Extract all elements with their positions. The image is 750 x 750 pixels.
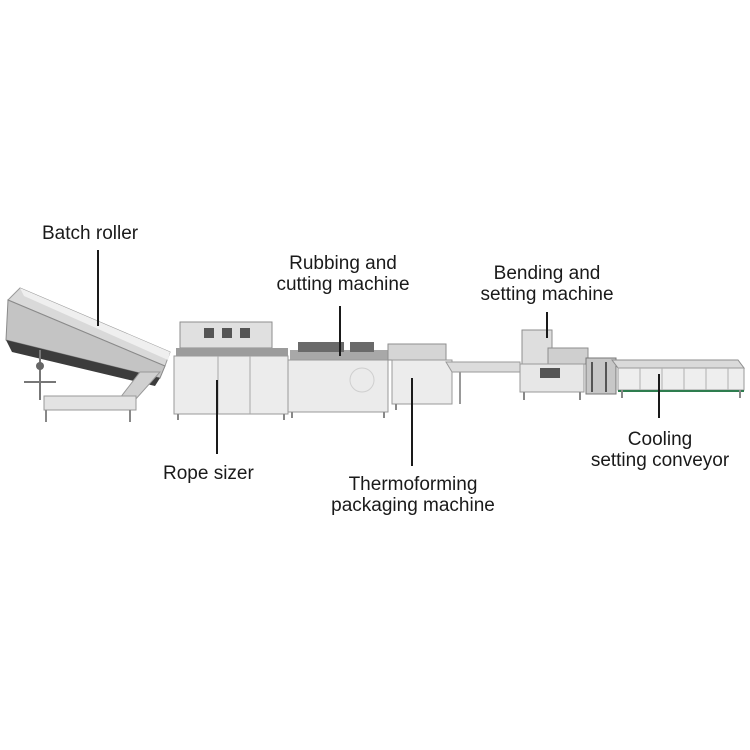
label-bending-line1: Bending and bbox=[462, 263, 632, 284]
rubbing-cutting-machine bbox=[288, 342, 388, 418]
label-cooling-line2: setting conveyor bbox=[574, 450, 746, 471]
label-bending-line2: setting machine bbox=[462, 284, 632, 305]
label-thermo-line2: packaging machine bbox=[313, 495, 513, 516]
label-cooling-line1: Cooling bbox=[574, 429, 746, 450]
batch-roller-machine bbox=[6, 288, 170, 422]
rope-sizer-machine bbox=[174, 322, 288, 420]
label-rope-sizer: Rope sizer bbox=[163, 463, 254, 484]
bending-setting-machine bbox=[520, 330, 588, 400]
cooling-setting-conveyor bbox=[586, 358, 744, 398]
label-thermo-line1: Thermoforming bbox=[313, 474, 513, 495]
label-rubbing-line2: cutting machine bbox=[258, 274, 428, 295]
label-batch-roller: Batch roller bbox=[42, 223, 138, 244]
label-rubbing-cutting: Rubbing and cutting machine bbox=[258, 253, 428, 295]
label-cooling-setting: Cooling setting conveyor bbox=[574, 429, 746, 471]
label-thermoforming: Thermoforming packaging machine bbox=[313, 474, 513, 516]
label-bending-setting: Bending and setting machine bbox=[462, 263, 632, 305]
label-rubbing-line1: Rubbing and bbox=[258, 253, 428, 274]
thermoforming-packaging-machine bbox=[388, 344, 520, 410]
